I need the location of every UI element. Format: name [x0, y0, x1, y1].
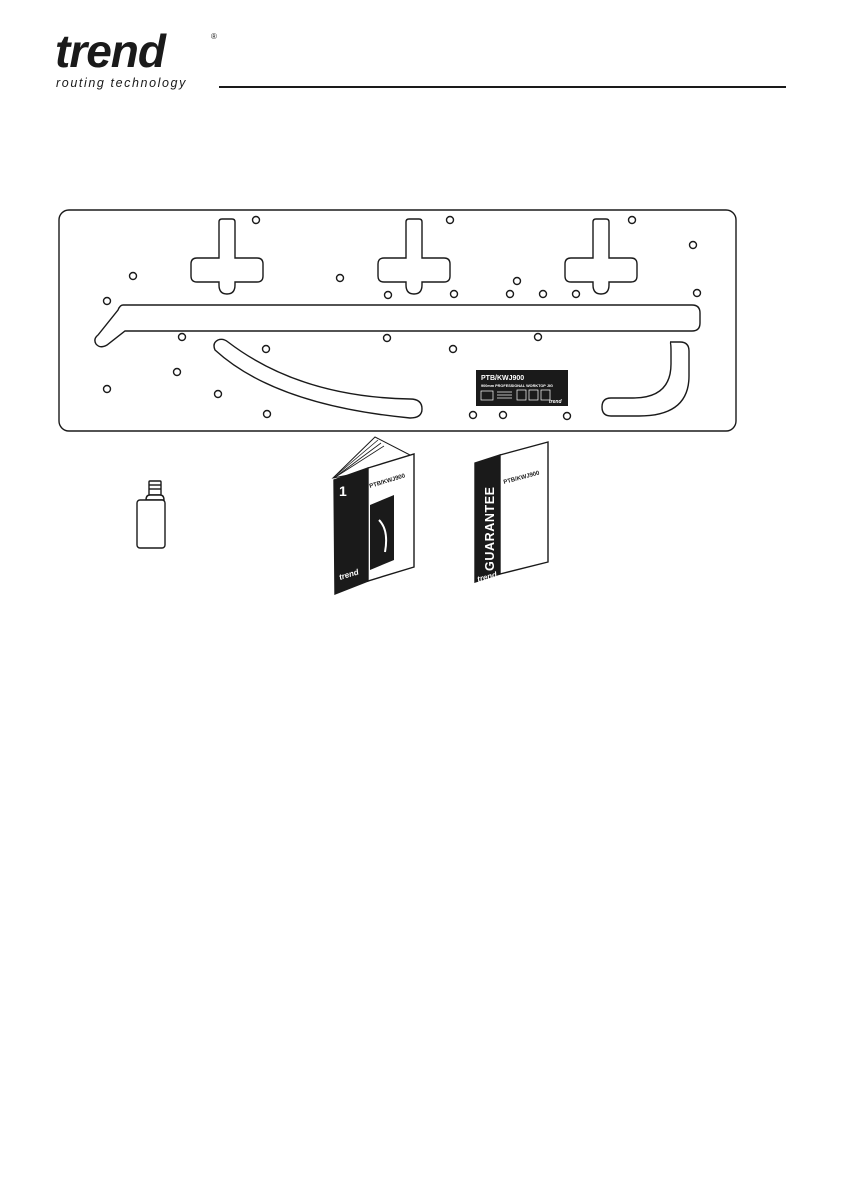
- instruction-manual: 1 PTB/KWJ900 trend: [333, 437, 414, 594]
- label-logo: trend: [549, 399, 562, 405]
- label-model: PTB/KWJ900: [481, 375, 524, 382]
- label-title: 900mm PROFESSIONAL WORKTOP JIG: [481, 384, 553, 388]
- template-label-plate: PTB/KWJ900 900mm PROFESSIONAL WORKTOP JI…: [476, 370, 568, 406]
- bottle-accessory: [137, 481, 165, 548]
- guarantee-title: GUARANTEE: [483, 486, 497, 571]
- guarantee-card: GUARANTEE PTB/KWJ900 trend: [475, 442, 548, 584]
- manual-page-number: 1: [339, 483, 347, 499]
- worktop-jig-template: PTB/KWJ900 900mm PROFESSIONAL WORKTOP JI…: [59, 210, 736, 431]
